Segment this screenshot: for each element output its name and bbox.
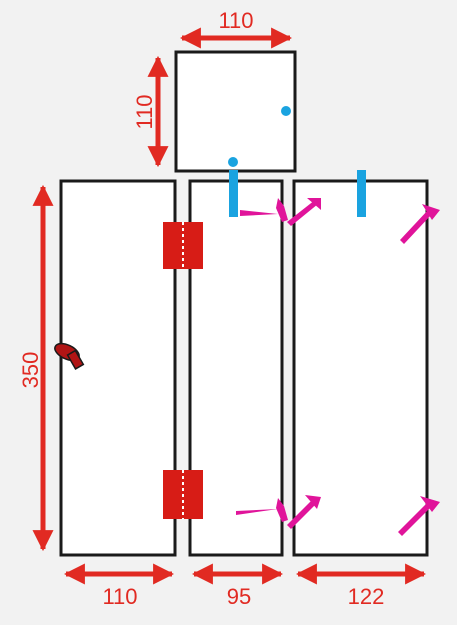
screw-icon bbox=[240, 198, 288, 222]
left-width-label: 110 bbox=[102, 584, 137, 609]
knob-handle-icon bbox=[54, 342, 85, 370]
shelf-pin-icon bbox=[281, 106, 291, 116]
screw-icon bbox=[398, 496, 440, 536]
shelf-pin-icon bbox=[228, 157, 238, 167]
left-door-panel bbox=[59, 179, 177, 557]
middle-panel bbox=[188, 179, 284, 557]
hinge-icon bbox=[163, 222, 203, 269]
mounting-bracket-icon bbox=[229, 170, 238, 217]
top-width-label: 110 bbox=[218, 8, 253, 33]
top-height-label: 110 bbox=[132, 94, 157, 129]
screw-icon bbox=[400, 204, 440, 244]
mounting-bracket-icon bbox=[357, 170, 366, 217]
panel-height-label: 350 bbox=[18, 352, 43, 389]
screw-icon bbox=[236, 498, 288, 522]
hinge-icon bbox=[163, 470, 203, 519]
right-width-label: 122 bbox=[348, 584, 385, 609]
middle-width-label: 95 bbox=[227, 584, 251, 609]
right-panel bbox=[292, 179, 429, 557]
screw-icon bbox=[287, 198, 321, 226]
screw-icon bbox=[287, 495, 321, 529]
top-box-panel bbox=[174, 50, 297, 173]
